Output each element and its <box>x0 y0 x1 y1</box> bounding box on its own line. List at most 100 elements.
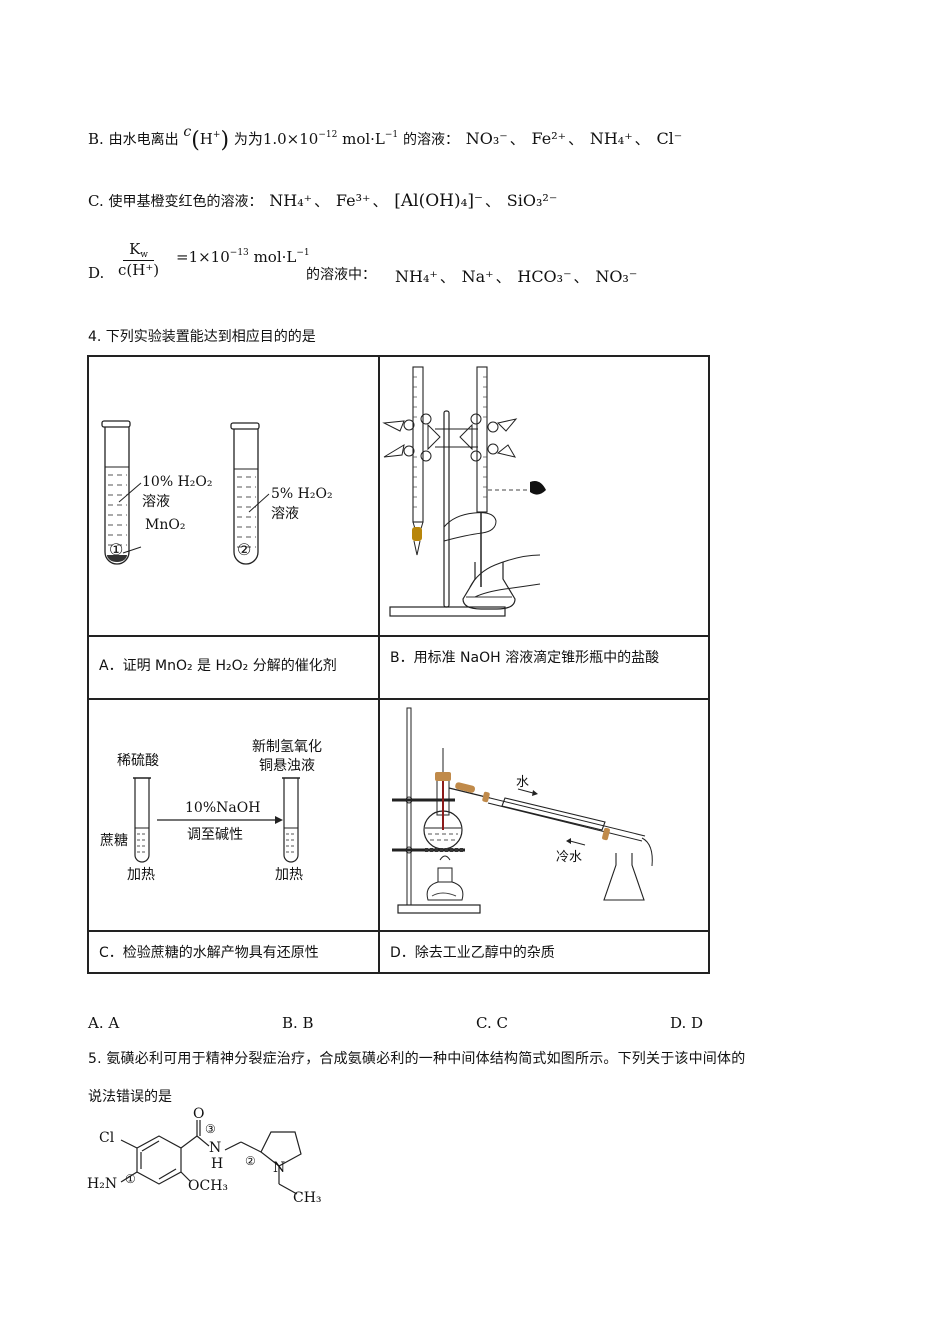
naoh-label: 10%NaOH <box>185 800 261 816</box>
figure-a: 10% H₂O₂ 溶液 MnO₂ ① 5% H₂O₂ 溶液 ② <box>89 357 378 633</box>
caption-a: A．证明 MnO₂ 是 H₂O₂ 分解的催化剂 <box>99 658 337 674</box>
o-label: O <box>193 1106 205 1122</box>
label-line: 铜悬浊液 <box>259 758 315 774</box>
caption-c-cell: C．检验蔗糖的水解产物具有还原性 <box>87 930 380 974</box>
distillation-apparatus-icon <box>392 707 653 914</box>
option-label: C. <box>88 192 104 210</box>
alkaline-label: 调至碱性 <box>187 827 243 843</box>
test-tubes-icon <box>101 420 270 565</box>
unit: mol·L <box>342 130 385 148</box>
option-text: 由水电离出 <box>108 132 179 148</box>
och3-label: OCH₃ <box>188 1178 229 1194</box>
position-2-label: ② <box>245 1154 256 1168</box>
heat-label: 加热 <box>127 867 155 883</box>
mno2-label: MnO₂ <box>145 517 186 533</box>
choice-c[interactable]: C. C <box>476 1014 508 1032</box>
q4-stem: 4. 下列实验装置能达到相应目的的是 <box>88 329 316 345</box>
q3-option-b: B. 由水电离出 c(H+) 为为1.0×10−12 mol·L−1 的溶液： … <box>88 124 683 153</box>
caption-c: C．检验蔗糖的水解产物具有还原性 <box>99 945 319 961</box>
reagent-label: 新制氢氧化 铜悬浊液 <box>252 738 322 776</box>
water-out-label: 水 <box>516 775 530 790</box>
paren: ) <box>220 128 230 153</box>
ion: Fe³⁺ <box>335 191 371 210</box>
ion: NH₄⁺ <box>395 267 438 286</box>
fraction-numerator: Kw <box>123 240 155 261</box>
figure-d-cell: 水 冷水 <box>378 698 710 932</box>
text-wei: 为 <box>233 132 248 148</box>
label-line: 5% H₂O₂ <box>271 486 333 502</box>
fraction-denominator: c(H⁺) <box>118 261 160 279</box>
ion: Na⁺ <box>461 267 494 286</box>
value: 为1.0×10 <box>247 130 319 148</box>
arrow-icon <box>532 790 538 796</box>
kw-value: =1×10−13 mol·L−1 <box>176 248 310 266</box>
choice-d[interactable]: D. D <box>670 1014 704 1032</box>
figure-c: 稀硫酸 蔗糖 加热 10%NaOH 调至碱性 新制氢氧化 铜悬浊液 加热 <box>89 700 378 928</box>
q3-option-c: C. 使甲基橙变红色的溶液： NH₄⁺、 Fe³⁺、 [Al(OH)₄]⁻、 S… <box>88 191 558 211</box>
ring-n-label: N <box>273 1160 286 1176</box>
figure-a-cell: 10% H₂O₂ 溶液 MnO₂ ① 5% H₂O₂ 溶液 ② <box>87 355 380 637</box>
q4-options-table: 10% H₂O₂ 溶液 MnO₂ ① 5% H₂O₂ 溶液 ② <box>87 355 710 974</box>
ion: Fe²⁺ <box>531 129 567 148</box>
caption-d-cell: D．除去工业乙醇中的杂质 <box>378 930 710 974</box>
caption-a-cell: A．证明 MnO₂ 是 H₂O₂ 分解的催化剂 <box>87 635 380 700</box>
caption-b: B．用标准 NaOH 溶液滴定锥形瓶中的盐酸 <box>390 650 660 666</box>
paren: ( <box>191 128 200 153</box>
figure-b <box>380 357 708 633</box>
option-label: B. <box>88 130 104 148</box>
ion: NO₃⁻ <box>465 129 508 148</box>
q5-stem-line2: 说法错误的是 <box>88 1089 172 1105</box>
unit: mol·L <box>253 248 297 266</box>
h2n-label: H₂N <box>87 1176 118 1192</box>
ion: Cl⁻ <box>656 129 683 148</box>
suffix: 的溶液中： <box>306 267 376 283</box>
label-line: 10% H₂O₂ <box>142 474 213 490</box>
h-ion: H+ <box>199 130 221 148</box>
amide-h-label: H <box>211 1156 224 1172</box>
tube2-number: ② <box>237 540 252 559</box>
figure-b-cell <box>378 355 710 637</box>
q5-stem-line1: 5. 氨磺必利可用于精神分裂症治疗，合成氨磺必利的一种中间体结构简式如图所示。下… <box>88 1051 746 1067</box>
cl-label: Cl <box>99 1130 115 1146</box>
ion: [Al(OH)₄]⁻ <box>394 191 484 211</box>
cold-water-label: 冷水 <box>556 850 583 865</box>
label-line: 溶液 <box>271 506 299 522</box>
sucrose-test-icon <box>133 777 300 863</box>
q5-structure: Cl O ③ N H H₂N ① OCH₃ ② N CH₃ <box>85 1106 325 1212</box>
heat-label: 加热 <box>275 867 303 883</box>
exponent: −12 <box>318 130 338 140</box>
tube1-label: 10% H₂O₂ 溶液 <box>142 472 212 512</box>
tube1-number: ① <box>109 540 124 559</box>
conc-expr: c <box>183 124 192 140</box>
label-line: 溶液 <box>142 494 170 510</box>
option-text: 使甲基橙变红色的溶液： <box>108 194 263 210</box>
figure-d: 水 冷水 <box>380 700 708 928</box>
ch3-label: CH₃ <box>293 1190 322 1206</box>
ion: SiO₃²⁻ <box>506 191 558 210</box>
exponent: −13 <box>229 248 249 258</box>
position-3-label: ③ <box>205 1122 216 1136</box>
choice-a[interactable]: A. A <box>88 1014 120 1032</box>
caption-b-cell: B．用标准 NaOH 溶液滴定锥形瓶中的盐酸 <box>378 635 710 700</box>
arrow-icon <box>566 838 571 844</box>
eye-icon <box>530 481 546 495</box>
ion: NO₃⁻ <box>595 267 638 286</box>
ion: NH₄⁺ <box>589 129 633 148</box>
amide-n-label: N <box>209 1140 222 1156</box>
sugar-label: 蔗糖 <box>100 833 128 849</box>
tube2-label: 5% H₂O₂ 溶液 <box>271 484 333 524</box>
label-line: 新制氢氧化 <box>252 739 322 755</box>
molecule-structure-icon <box>120 1120 302 1195</box>
eq: =1×10 <box>176 248 230 266</box>
ion-list: NH₄⁺、 Na⁺、 HCO₃⁻、 NO₃⁻ <box>395 267 638 286</box>
unit-exponent: −1 <box>384 130 399 140</box>
option-label: D. <box>88 264 105 282</box>
titration-apparatus-icon <box>382 366 546 617</box>
ion: HCO₃⁻ <box>517 267 572 286</box>
kw: K <box>129 240 141 258</box>
acid-label: 稀硫酸 <box>117 753 159 769</box>
kw-sub: w <box>140 250 149 260</box>
position-1-label: ① <box>125 1172 136 1186</box>
kw-fraction: Kw c(H⁺) <box>118 240 159 279</box>
choice-b[interactable]: B. B <box>282 1014 314 1032</box>
